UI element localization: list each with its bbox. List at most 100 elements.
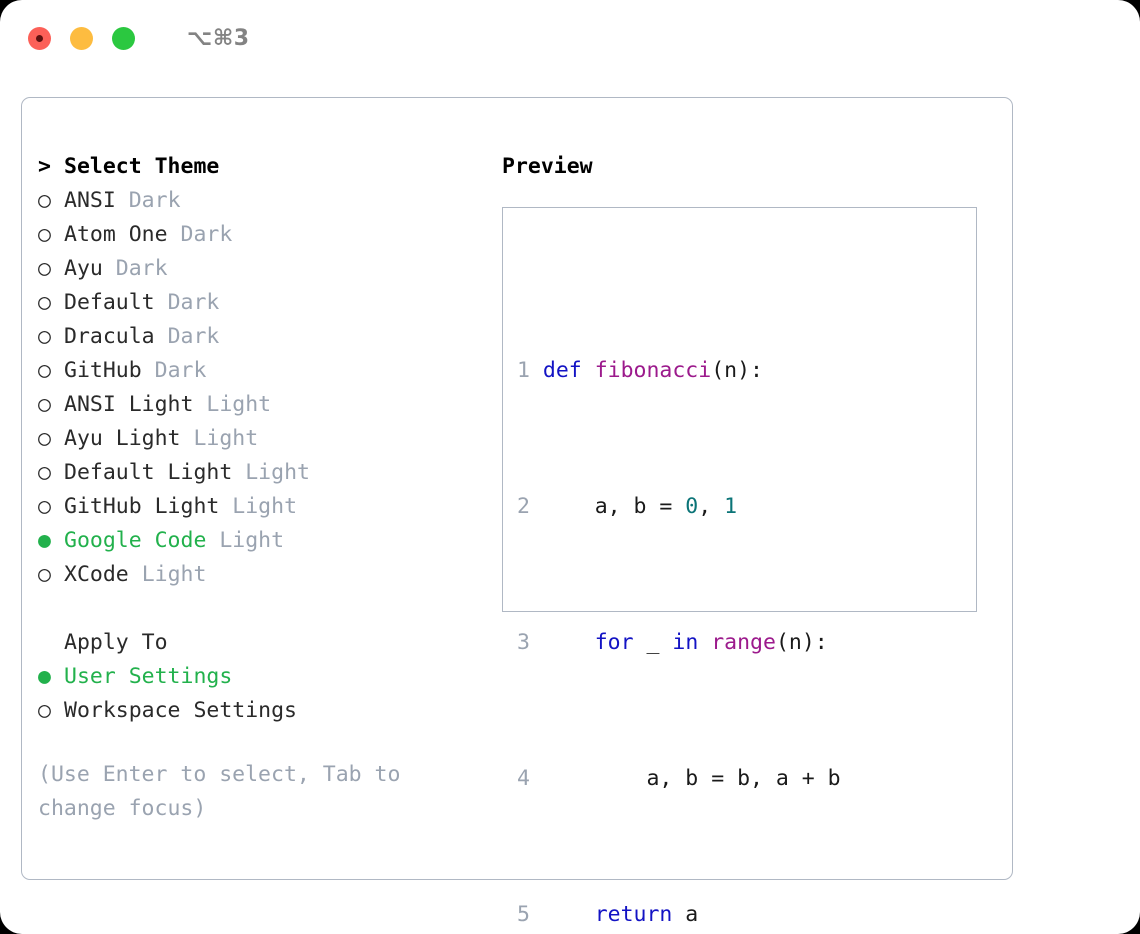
theme-category-text: Dark [154,358,207,383]
theme-category: Light [129,558,207,592]
code-token: a, b = [594,494,686,519]
minimize-button[interactable] [70,26,93,50]
theme-option-ansi-light[interactable]: ○ ANSI Light Light [38,388,488,422]
theme-category: Light [219,490,297,524]
theme-category-text: Dark [128,188,181,213]
theme-category-text: Light [141,562,207,587]
theme-category-text: Light [193,426,259,451]
theme-name: Atom One [64,222,168,247]
theme-category-text: Dark [180,222,233,247]
apply-to-title: Apply To [64,630,168,655]
theme-name: Ayu [64,256,103,281]
code-token: _ [633,630,673,655]
radio-selected-icon: ● [38,664,51,689]
theme-name: Google Code [64,528,207,553]
theme-name: ANSI [64,188,116,213]
theme-category: Dark [142,354,207,388]
theme-category: Dark [155,286,220,320]
code-indent [543,494,595,519]
theme-name: GitHub Light [64,494,220,519]
apply-option-user-settings[interactable]: ● User Settings [38,660,488,694]
theme-option-atom-one-dark[interactable]: ○ Atom One Dark [38,218,488,252]
theme-option-github-dark[interactable]: ○ GitHub Dark [38,354,488,388]
code-line: 5 return a [517,898,867,932]
keyboard-hint-text: (Use Enter to select, Tab to change focu… [38,762,401,821]
theme-category-text: Light [219,528,285,553]
preview-heading: Preview [502,154,593,179]
theme-name: Ayu Light [64,426,181,451]
radio-unselected-icon: ○ [38,392,51,417]
code-indent [543,630,595,655]
line-number: 2 [517,494,530,519]
code-token: in [672,630,712,655]
line-number: 5 [517,902,530,927]
code-token: return [594,902,673,927]
radio-unselected-icon: ○ [38,222,51,247]
apply-option-label: User Settings [64,664,233,689]
code-token: , [698,494,725,519]
theme-option-ansi-dark[interactable]: ○ ANSI Dark [38,184,488,218]
title-bar: ⌥⌘3 [0,0,1140,76]
theme-picker-panel: >Select Theme ○ANSI Dark ○Atom One Dark … [21,97,1013,927]
window-controls [28,26,135,50]
preview-column: Preview 1 def fibonacci(n): 2 a, b = 0, … [502,150,1002,927]
code-token: for [594,630,634,655]
theme-category-text: Dark [115,256,168,281]
line-number: 4 [517,766,530,791]
apply-option-workspace-settings[interactable]: ○Workspace Settings [38,694,488,728]
code-token: range [711,630,776,655]
theme-name: ANSI Light [64,392,194,417]
theme-category: Dark [116,184,181,218]
theme-category: Dark [168,218,233,252]
spacer-icon: ○ [38,626,64,660]
theme-option-ayu-dark[interactable]: ○Ayu Dark [38,252,488,286]
theme-category: Dark [155,320,220,354]
theme-list-column: >Select Theme ○ANSI Dark ○Atom One Dark … [38,150,488,826]
zoom-button[interactable] [112,26,135,50]
code-line: 1 def fibonacci(n): [517,354,867,388]
close-button[interactable] [28,26,51,50]
theme-name: Default [64,290,155,315]
theme-option-dracula-dark[interactable]: ○ Dracula Dark [38,320,488,354]
theme-category: Dark [103,252,168,286]
preview-code: 1 def fibonacci(n): 2 a, b = 0, 1 3 for … [517,252,867,934]
code-line: 3 for _ in range(n): [517,626,867,660]
theme-name: Dracula [64,324,155,349]
theme-category-text: Dark [167,324,220,349]
code-line: 4 a, b = b, a + b [517,762,867,796]
radio-unselected-icon: ○ [38,426,51,451]
radio-unselected-icon: ○ [38,358,51,383]
radio-selected-icon: ● [38,528,51,553]
theme-category-text: Light [206,392,272,417]
radio-unselected-icon: ○ [38,188,51,213]
code-indent [543,902,595,927]
radio-unselected-icon: ○ [38,494,51,519]
code-indent [543,766,647,791]
radio-unselected-icon: ○ [38,562,51,587]
code-token: fibonacci [594,358,712,383]
theme-option-google-code-light[interactable]: ● Google Code Light [38,524,488,558]
line-number: 3 [517,630,530,655]
theme-option-default-dark[interactable]: ○Default Dark [38,286,488,320]
radio-unselected-icon: ○ [38,460,51,485]
theme-category-text: Light [232,494,298,519]
radio-unselected-icon: ○ [38,324,51,349]
theme-option-xcode-light[interactable]: ○XCode Light [38,558,488,592]
theme-category-text: Light [245,460,310,485]
preview-box: 1 def fibonacci(n): 2 a, b = 0, 1 3 for … [502,207,977,927]
code-token: 0 [685,494,699,519]
theme-name: GitHub [64,358,142,383]
code-token: (n): [711,358,763,383]
keyboard-shortcut-label: ⌥⌘3 [187,25,250,51]
line-number: 1 [517,358,530,383]
theme-option-ayu-light[interactable]: ○ Ayu Light Light [38,422,488,456]
list-spacer [38,592,488,626]
theme-option-default-light[interactable]: ○ Default Light Light [38,456,488,490]
code-token: a [672,902,699,927]
select-theme-heading: >Select Theme [38,150,488,184]
code-token: (n): [775,630,828,655]
theme-option-github-light[interactable]: ○ GitHub Light Light [38,490,488,524]
theme-category: Light [232,456,310,490]
theme-name: Default Light [64,460,233,485]
